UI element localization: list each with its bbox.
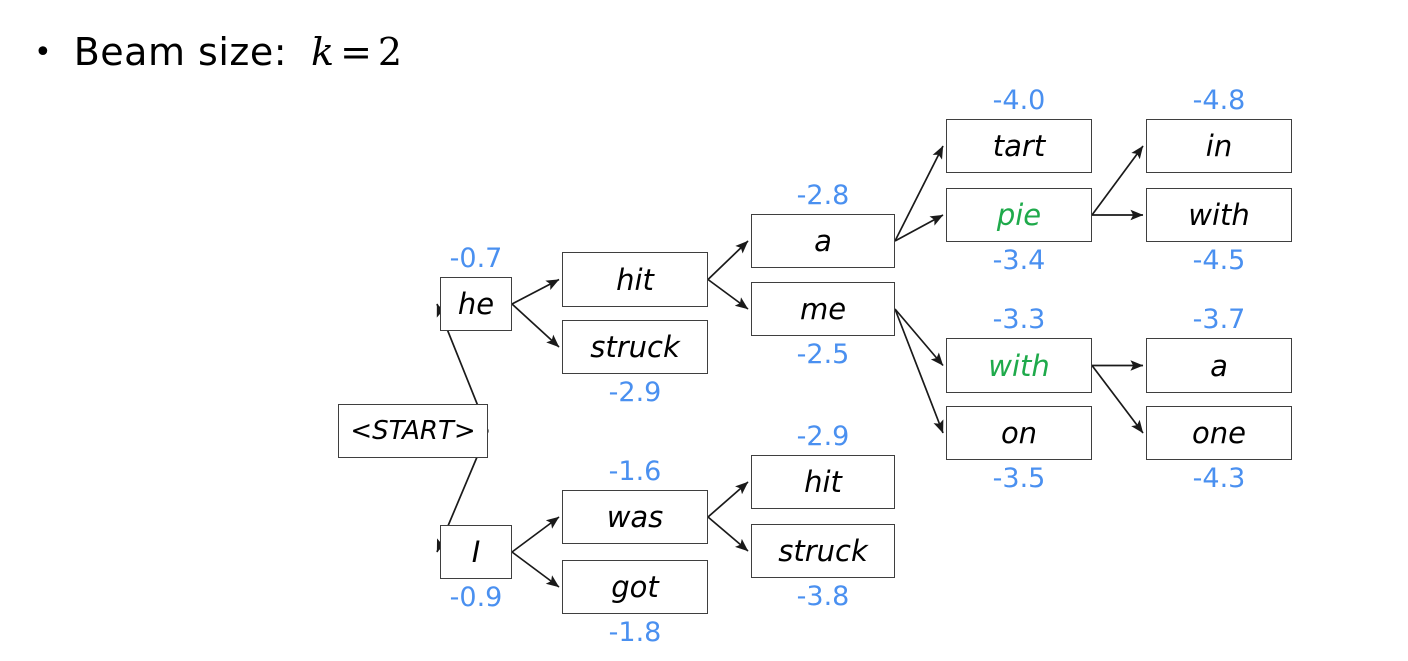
tree-node-tart[interactable]: tart: [946, 119, 1092, 173]
tree-node-pie[interactable]: pie: [946, 188, 1092, 242]
score-label-on: -3.5: [992, 463, 1046, 494]
tree-node-he[interactable]: he: [440, 277, 512, 331]
tree-node-label: hit: [804, 465, 842, 499]
score-label-a1: -2.8: [796, 180, 850, 211]
score-label-he: -0.7: [449, 243, 503, 274]
edge-i-to-got: [511, 551, 560, 588]
page-title: Beam size:: [73, 30, 288, 74]
tree-node-with_mid[interactable]: with: [946, 338, 1092, 393]
bullet-marker-icon: •: [34, 35, 52, 70]
score-label-one: -4.3: [1192, 463, 1246, 494]
tree-node-label: was: [606, 500, 664, 534]
tree-node-struck1[interactable]: struck: [562, 320, 708, 374]
edge-a1-to-pie: [894, 214, 944, 242]
beam-size-value: 2: [377, 30, 403, 74]
equals-sign: =: [340, 30, 372, 74]
tree-node-got[interactable]: got: [562, 560, 708, 614]
tree-node-label: he: [457, 287, 495, 321]
score-label-a2: -3.7: [1192, 304, 1246, 335]
edge-a1-to-tart: [894, 145, 944, 242]
edge-was-to-struck2: [707, 516, 749, 552]
tree-node-label: on: [1000, 416, 1038, 450]
score-label-struck1: -2.9: [608, 377, 662, 408]
score-label-struck2: -3.8: [796, 581, 850, 612]
tree-node-label: with: [1188, 198, 1250, 232]
tree-node-start[interactable]: <START>: [338, 404, 488, 458]
tree-node-me[interactable]: me: [751, 282, 895, 336]
tree-node-in[interactable]: in: [1146, 119, 1292, 173]
tree-node-was[interactable]: was: [562, 490, 708, 544]
edge-was-to-hit2: [707, 481, 749, 518]
tree-node-label: hit: [616, 262, 654, 297]
tree-node-a2[interactable]: a: [1146, 338, 1292, 393]
edge-he-to-struck1: [511, 303, 560, 348]
tree-node-label: me: [799, 292, 847, 326]
tree-node-label: I: [471, 535, 481, 569]
score-label-in: -4.8: [1192, 85, 1246, 116]
tree-node-label: got: [611, 570, 659, 604]
score-label-with_last: -4.5: [1192, 245, 1246, 276]
tree-node-label: in: [1205, 129, 1233, 163]
score-label-i: -0.9: [449, 582, 503, 613]
score-label-pie: -3.4: [992, 245, 1046, 276]
score-label-tart: -4.0: [992, 85, 1046, 116]
edge-me-to-with_mid: [894, 308, 944, 367]
tree-node-label: struck: [778, 534, 868, 568]
tree-node-hit1[interactable]: hit: [562, 252, 708, 307]
beam-size-variable: k: [311, 30, 335, 74]
score-label-was: -1.6: [608, 456, 662, 487]
score-label-me: -2.5: [796, 339, 850, 370]
tree-node-a1[interactable]: a: [751, 214, 895, 268]
tree-node-hit2[interactable]: hit: [751, 455, 895, 509]
edge-with_mid-to-one: [1091, 364, 1144, 434]
score-label-hit2: -2.9: [796, 421, 850, 452]
edge-he-to-hit1: [511, 278, 560, 305]
score-label-with_mid: -3.3: [992, 304, 1046, 335]
tree-node-label: with: [988, 348, 1050, 383]
tree-node-label: a: [814, 224, 832, 258]
edge-me-to-on: [894, 308, 944, 434]
tree-node-label: pie: [996, 198, 1042, 232]
tree-node-i[interactable]: I: [440, 525, 512, 579]
tree-node-label: a: [1210, 348, 1228, 383]
bullet-line: • Beam size: k=2: [34, 30, 402, 74]
tree-node-label: tart: [992, 129, 1046, 163]
edge-pie-to-in: [1091, 145, 1144, 216]
tree-node-on[interactable]: on: [946, 406, 1092, 460]
tree-node-label: <START>: [350, 416, 476, 446]
tree-node-struck2[interactable]: struck: [751, 524, 895, 578]
edge-hit1-to-me: [707, 278, 749, 310]
tree-node-label: one: [1192, 416, 1246, 450]
tree-node-label: struck: [590, 330, 680, 364]
beam-size-formula: k=2: [311, 30, 402, 74]
edge-hit1-to-a1: [707, 240, 749, 281]
tree-node-with_last[interactable]: with: [1146, 188, 1292, 242]
edge-i-to-was: [511, 516, 560, 553]
score-label-got: -1.8: [608, 617, 662, 648]
tree-node-one[interactable]: one: [1146, 406, 1292, 460]
